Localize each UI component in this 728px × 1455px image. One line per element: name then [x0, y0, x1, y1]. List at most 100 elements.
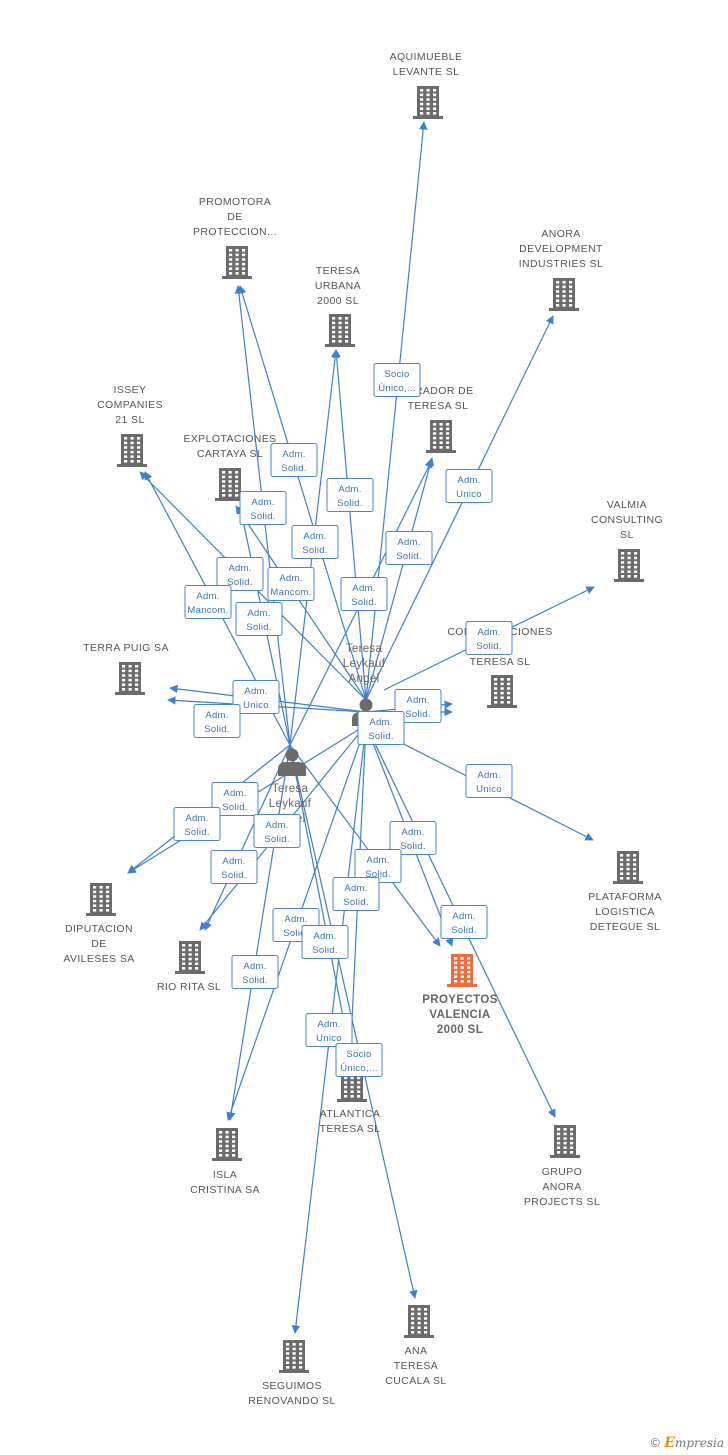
role-badge-r17[interactable]: Adm.Solid.: [357, 711, 405, 745]
company-grupo_anora-building-icon[interactable]: [550, 1125, 580, 1158]
role-badge-r4[interactable]: Adm.Solid.: [326, 478, 374, 512]
role-badge-box: [270, 443, 318, 477]
role-badge-line: Unico: [243, 700, 269, 711]
company-teresa_urbana-building-icon[interactable]: [325, 314, 355, 347]
company-construcciones-building-icon[interactable]: [487, 675, 517, 708]
role-badge-text: Adm.Solid.: [337, 484, 363, 509]
role-badge-line: Solid.: [283, 928, 309, 939]
role-badge-r15[interactable]: Adm.Solid.: [394, 689, 442, 723]
brand-footer[interactable]: ©Empresia: [649, 1435, 724, 1451]
company-diputacion-building-icon[interactable]: [86, 883, 116, 916]
role-badge-text: Adm.Solid.: [222, 788, 248, 813]
role-badge-line: Mancom.: [187, 605, 228, 616]
company-aquimueble-building-icon[interactable]: [413, 86, 443, 119]
role-badge-r8[interactable]: Adm.Solid.: [216, 557, 264, 591]
company-explotaciones-building-icon[interactable]: [215, 468, 245, 501]
role-badge-line: Unico: [316, 1033, 342, 1044]
company-grupo_anora-label-line: ANORA: [542, 1181, 581, 1193]
company-teresa_urbana-label-line: URBANA: [315, 280, 361, 292]
company-terra_puig-label: TERRA PUIG SA: [83, 642, 169, 654]
role-badge-r18[interactable]: Adm. Unico: [465, 764, 513, 798]
role-badge-line: Adm.: [457, 475, 480, 486]
role-badge-line: Adm.: [397, 537, 420, 548]
role-badge-r21[interactable]: Adm.Solid.: [253, 814, 301, 848]
role-badge-r28[interactable]: Adm.Solid.: [301, 925, 349, 959]
person-p2-icon[interactable]: [278, 748, 306, 777]
role-badge-r20[interactable]: Adm.Solid.: [173, 807, 221, 841]
role-badge-box: [445, 469, 493, 503]
role-badge-r29[interactable]: Adm.Solid.: [231, 955, 279, 989]
role-badge-box: [335, 1043, 383, 1077]
company-seguimos-label-line: SEGUIMOS: [262, 1380, 322, 1392]
company-rio_rita-building-icon[interactable]: [175, 941, 205, 974]
role-badge-text: Adm.Solid.: [221, 856, 247, 881]
company-promotora-building-icon[interactable]: [222, 246, 252, 279]
company-anora_dev-building-icon[interactable]: [549, 278, 579, 311]
role-badge-text: Adm. Unico: [476, 770, 502, 795]
role-badge-box: [173, 807, 221, 841]
company-seguimos-building-icon[interactable]: [279, 1340, 309, 1373]
role-badge-r3[interactable]: Adm.Unico: [445, 469, 493, 503]
role-badge-r7[interactable]: Adm.Solid.: [385, 531, 433, 565]
role-badge-box: [394, 689, 442, 723]
role-badge-r10[interactable]: Adm.Solid.: [340, 577, 388, 611]
role-badge-r11[interactable]: Adm.Mancom.: [184, 585, 232, 619]
role-badge-box: [301, 925, 349, 959]
role-badge-line: Unico: [476, 784, 502, 795]
role-badge-r12[interactable]: Adm.Solid.: [235, 602, 283, 636]
role-badge-line: Único,...: [378, 383, 416, 394]
company-issey-label-line: 21 SL: [115, 414, 144, 426]
role-badge-r13[interactable]: Adm.Solid.: [465, 621, 513, 655]
role-badge-line: Adm.: [477, 770, 500, 781]
company-issey-building-icon[interactable]: [117, 434, 147, 467]
company-anora_dev-label-line: DEVELOPMENT: [519, 243, 603, 255]
company-proyectos-building-icon[interactable]: [447, 954, 477, 987]
role-badge-r9[interactable]: Adm.Mancom.: [267, 567, 315, 601]
role-badge-text: Adm.Solid.: [400, 827, 426, 852]
copyright-symbol: ©: [649, 1436, 662, 1450]
role-badge-line: Mancom.: [270, 587, 311, 598]
role-badge-line: Solid.: [451, 925, 477, 936]
role-badge-text: Adm.Solid.: [204, 710, 230, 735]
role-badge-r24[interactable]: Adm.Solid.: [210, 850, 258, 884]
role-badge-text: Adm.Solid.: [242, 961, 268, 986]
role-badge-box: [210, 850, 258, 884]
role-badge-text: Adm.Solid.: [184, 813, 210, 838]
role-badge-box: [231, 955, 279, 989]
role-badge-r6[interactable]: Adm.Solid.: [291, 525, 339, 559]
role-badge-box: [465, 621, 513, 655]
role-badge-r30[interactable]: Adm.Unico: [305, 1013, 353, 1047]
company-terra_puig-building-icon[interactable]: [115, 662, 145, 695]
role-badge-r22[interactable]: Adm.Solid.: [389, 821, 437, 855]
role-badge-line: Único,...: [340, 1063, 378, 1074]
role-badge-r5[interactable]: Adm.Solid.: [239, 491, 287, 525]
role-badge-box: [305, 1013, 353, 1047]
company-explotaciones-label-line: CARTAYA SL: [197, 448, 263, 460]
company-isla-building-icon[interactable]: [212, 1128, 242, 1161]
role-badge-line: Solid.: [281, 463, 307, 474]
role-badge-line: Adm.: [406, 695, 429, 706]
role-badge-r16[interactable]: Adm.Solid.: [193, 704, 241, 738]
role-badge-r26[interactable]: Adm.Solid.: [440, 905, 488, 939]
company-mirador-building-icon[interactable]: [426, 420, 456, 453]
brand-name: mpresia: [674, 1436, 724, 1450]
company-ana_teresa-building-icon[interactable]: [404, 1305, 434, 1338]
role-badge-r14[interactable]: Adm.Unico: [232, 680, 280, 714]
role-badge-r25[interactable]: Adm.Solid.: [332, 877, 380, 911]
role-badge-line: Solid.: [365, 869, 391, 880]
role-badge-text: Adm.Solid.: [246, 608, 272, 633]
company-plataforma-building-icon[interactable]: [613, 851, 643, 884]
role-badge-r19[interactable]: Adm.Solid.: [211, 782, 259, 816]
role-badge-text: Adm.Unico: [243, 686, 269, 711]
role-badge-r2[interactable]: Adm.Solid.: [270, 443, 318, 477]
company-valmia-building-icon[interactable]: [614, 549, 644, 582]
company-construcciones-label-line: TERESA SL: [470, 656, 531, 668]
company-valmia-label-line: VALMIA: [607, 499, 647, 511]
